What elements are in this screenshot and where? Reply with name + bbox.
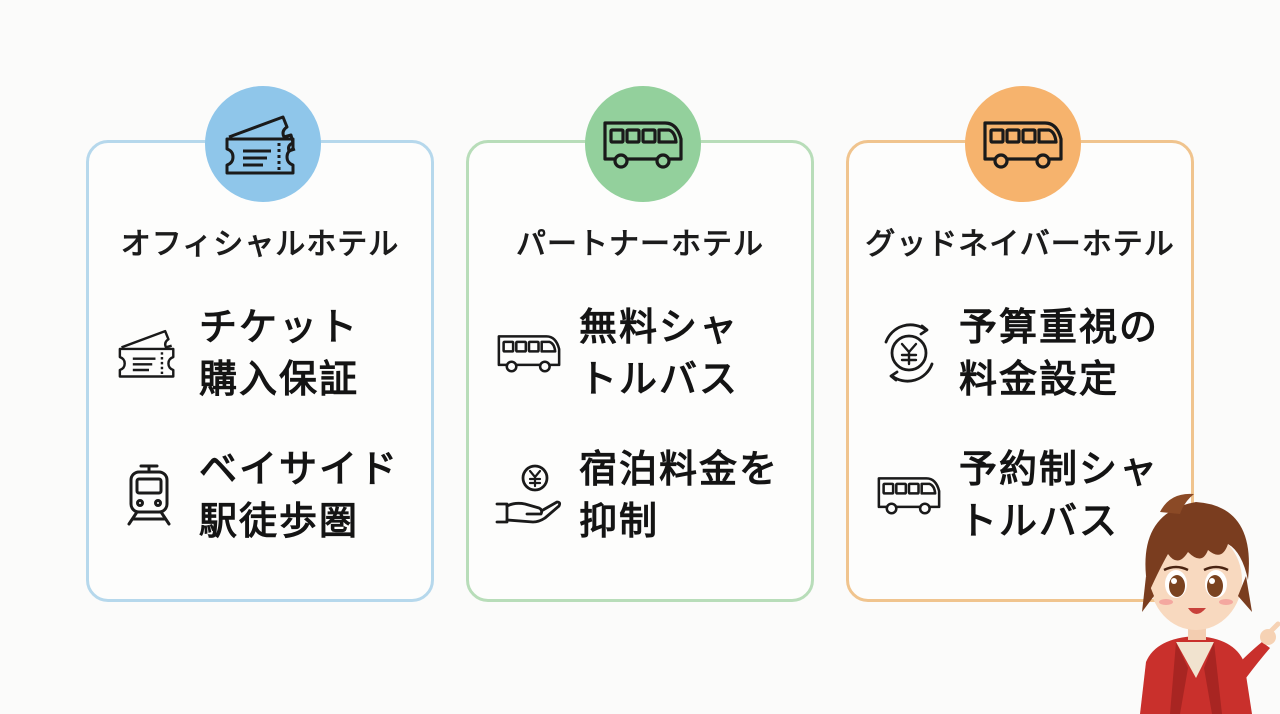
card-good-neighbor-hotel: グッドネイバーホテル 予算重視の 料金設定 [846,86,1194,602]
feature-reserved-shuttle: 予約制シャ トルバス [871,443,1181,553]
train-icon [127,464,171,526]
feature-text: チケット 購入保証 [199,305,360,401]
badge-bus [585,86,701,202]
bus-icon [877,477,941,515]
mascot-pointing-character [1140,493,1280,714]
feature-bayside-station: ベイサイド 駅徒歩圏 [111,443,421,553]
feature-free-shuttle: 無料シャ トルバス [491,301,801,411]
yen-hand-icon [495,464,562,524]
card-title: パートナーホテル [516,227,764,262]
bus-icon [603,121,683,169]
badge-bus [965,86,1081,202]
yen-coin-icon [884,323,934,383]
feature-text: 宿泊料金を 抑制 [579,447,780,543]
feature-budget-pricing: 予算重視の 料金設定 [871,301,1181,411]
ticket-icon [225,115,296,175]
feature-text: 無料シャ トルバス [579,305,740,401]
feature-text: 予算重視の 料金設定 [959,305,1160,401]
ticket-icon [118,329,175,378]
feature-text: ベイサイド 駅徒歩圏 [199,447,400,543]
bus-icon [983,121,1063,169]
feature-lower-rate: 宿泊料金を 抑制 [491,443,801,553]
feature-text: 予約制シャ トルバス [959,447,1160,543]
card-title: グッドネイバーホテル [865,227,1175,262]
card-partner-hotel: パートナーホテル 無料シャ トルバス [466,86,814,602]
badge-ticket [205,86,321,202]
feature-ticket-guarantee: チケット 購入保証 [111,301,421,411]
bus-icon [497,335,561,373]
card-title: オフィシャルホテル [120,227,400,262]
card-official-hotel: オフィシャルホテル チケット 購入保証 [86,86,434,602]
